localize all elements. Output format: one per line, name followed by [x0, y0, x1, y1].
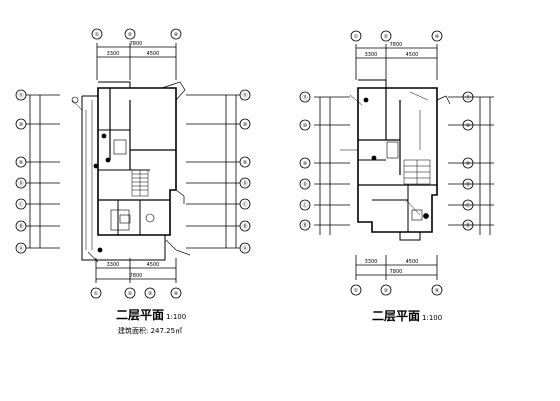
left-top-axis-1: ①	[95, 32, 100, 38]
left-rside-axis-1: ⑪	[242, 92, 247, 99]
right-top-dim-a: 3300	[365, 52, 378, 58]
right-side-axis-5: Ⓒ	[302, 202, 307, 209]
left-top-dim-b: 4500	[147, 51, 160, 57]
left-plan-area-note: 建筑面积: 247.25㎡	[118, 327, 183, 335]
left-rside-axis-6: Ⓑ	[242, 223, 247, 230]
right-top-axis-1: ①	[354, 34, 359, 40]
left-top-dim-a: 3300	[107, 51, 120, 57]
left-side-axis-2: ⑩	[19, 122, 24, 128]
right-side-axis-4: Ⓓ	[302, 181, 307, 188]
right-bottom-axis-3: ④	[435, 288, 440, 294]
left-rside-axis-2: ⑩	[243, 122, 248, 128]
right-side-axis-3: ⑨	[303, 161, 307, 167]
right-bottom-dim-b: 4500	[406, 259, 419, 265]
left-side-axis-7: Ⓐ	[18, 245, 23, 252]
left-bottom-axis-2: ②	[128, 291, 133, 297]
left-bottom-axis-1: ①	[94, 291, 99, 297]
right-rside-axis-1: ⑪	[465, 94, 470, 101]
left-rside-axis-7: Ⓐ	[242, 245, 247, 252]
right-bottom-axis-2: ②	[384, 288, 389, 294]
right-top-axis-3: ④	[435, 34, 440, 40]
left-floor-plan	[15, 28, 251, 299]
right-side-axis-6: Ⓑ	[302, 222, 307, 229]
left-bottom-dim-b: 4500	[147, 262, 160, 268]
left-plan-title-text: 二层平面	[116, 308, 165, 322]
right-rside-axis-4: Ⓓ	[465, 181, 470, 188]
left-bottom-axis-4: ④	[174, 291, 179, 297]
left-rside-axis-5: Ⓒ	[242, 201, 247, 208]
right-bottom-dim-total: 7800	[390, 269, 403, 275]
right-plan-title-text: 二层平面	[372, 309, 421, 323]
right-side-axis-1: ⑪	[302, 94, 307, 101]
right-rside-axis-2: ⑩	[466, 123, 471, 129]
left-side-axis-5: Ⓒ	[18, 201, 23, 208]
left-side-axis-4: Ⓓ	[18, 180, 23, 187]
right-top-axis-2: ②	[384, 34, 389, 40]
right-side-axis-2: ⑩	[303, 123, 308, 129]
right-rside-axis-3: ⑨	[466, 161, 470, 167]
left-top-dim-total: 7800	[130, 41, 143, 47]
right-rside-axis-6: Ⓑ	[465, 222, 470, 229]
left-top-axis-3: ④	[174, 32, 179, 38]
left-side-axis-3: ⑨	[19, 160, 23, 166]
left-plan-scale: 1:100	[166, 313, 187, 321]
right-top-dim-b: 4500	[406, 52, 419, 58]
left-rside-axis-4: Ⓓ	[242, 180, 247, 187]
left-side-axis-1: ⑪	[18, 92, 23, 99]
left-top-axis-2: ②	[128, 32, 133, 38]
right-bottom-axis-1: ①	[354, 288, 359, 294]
right-floor-plan	[299, 30, 494, 296]
right-plan-scale: 1:100	[422, 314, 443, 322]
left-rside-axis-3: ⑨	[243, 160, 247, 166]
right-bottom-dim-a: 3300	[365, 259, 378, 265]
left-bottom-dim-a: 3300	[107, 262, 120, 268]
left-bottom-dim-total: 7800	[130, 273, 143, 279]
left-bottom-axis-3: ③	[148, 291, 152, 297]
right-rside-axis-5: Ⓒ	[465, 202, 470, 209]
right-top-dim-total: 7800	[390, 42, 403, 48]
left-side-axis-6: Ⓑ	[18, 223, 23, 230]
